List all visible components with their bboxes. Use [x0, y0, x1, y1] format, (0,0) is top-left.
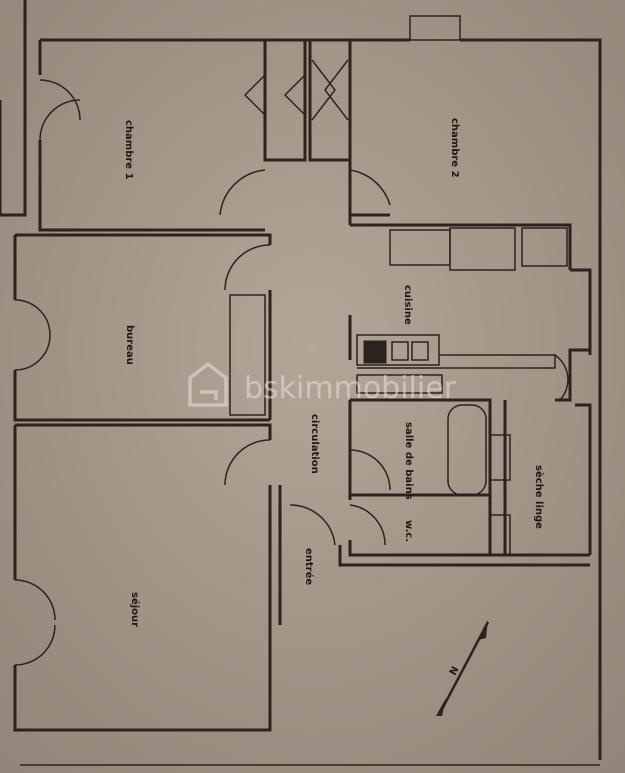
room-label-entree: entrée — [303, 548, 315, 585]
room-label-wc: w.c. — [403, 520, 414, 542]
room-label-bureau: bureau — [124, 325, 135, 365]
door-swings — [14, 59, 569, 666]
room-label-cuisine: cuisine — [402, 285, 413, 325]
room-label-salle-de-bains: salle de bains — [403, 422, 414, 500]
house-g-logo-icon — [188, 361, 228, 407]
watermark: bskimmobilier — [188, 361, 457, 407]
room-label-sejour: séjour — [129, 592, 141, 627]
room-label-seche-linge: sèche linge — [533, 465, 545, 529]
room-label-chambre-2: chambre 2 — [449, 118, 460, 178]
room-labels: chambre 1 chambre 2 bureau cuisine circu… — [123, 118, 545, 627]
walls — [0, 0, 602, 766]
watermark-text: bskimmobilier — [244, 371, 457, 406]
room-label-circulation: circulation — [309, 414, 320, 474]
room-label-chambre-1: chambre 1 — [123, 120, 134, 180]
